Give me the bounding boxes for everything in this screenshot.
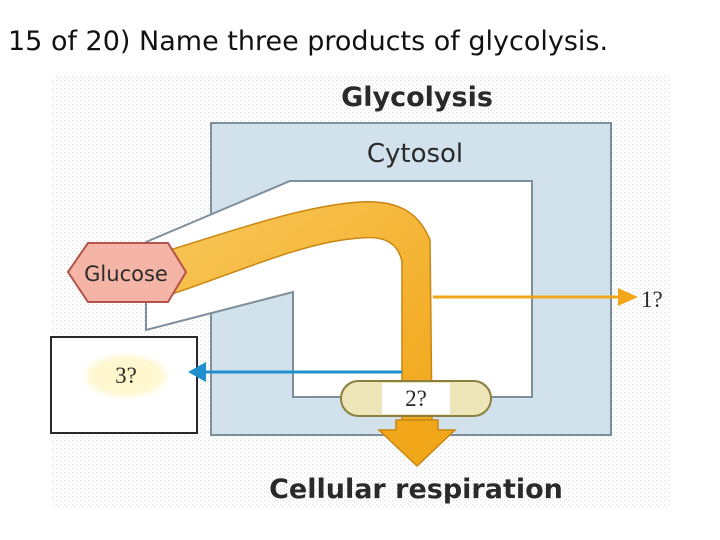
output-arrow-3-head	[188, 362, 206, 382]
cellular-respiration-label: Cellular respiration	[269, 474, 563, 505]
question-text: 15 of 20) Name three products of glycoly…	[8, 26, 609, 57]
diagram-title: Glycolysis	[341, 82, 493, 113]
output-label-2: 2?	[405, 386, 427, 411]
output-label-3: 3?	[115, 363, 137, 388]
output-arrow-1-head	[618, 288, 638, 306]
output-2-label-background	[382, 383, 450, 414]
to-cellular-respiration-arrow	[377, 419, 457, 468]
output-label-1: 1?	[641, 287, 663, 312]
glucose-label: Glucose	[84, 262, 168, 286]
glucose-input-hexagon	[66, 242, 188, 303]
cytosol-label: Cytosol	[367, 139, 463, 169]
output-3-glow	[76, 350, 176, 402]
